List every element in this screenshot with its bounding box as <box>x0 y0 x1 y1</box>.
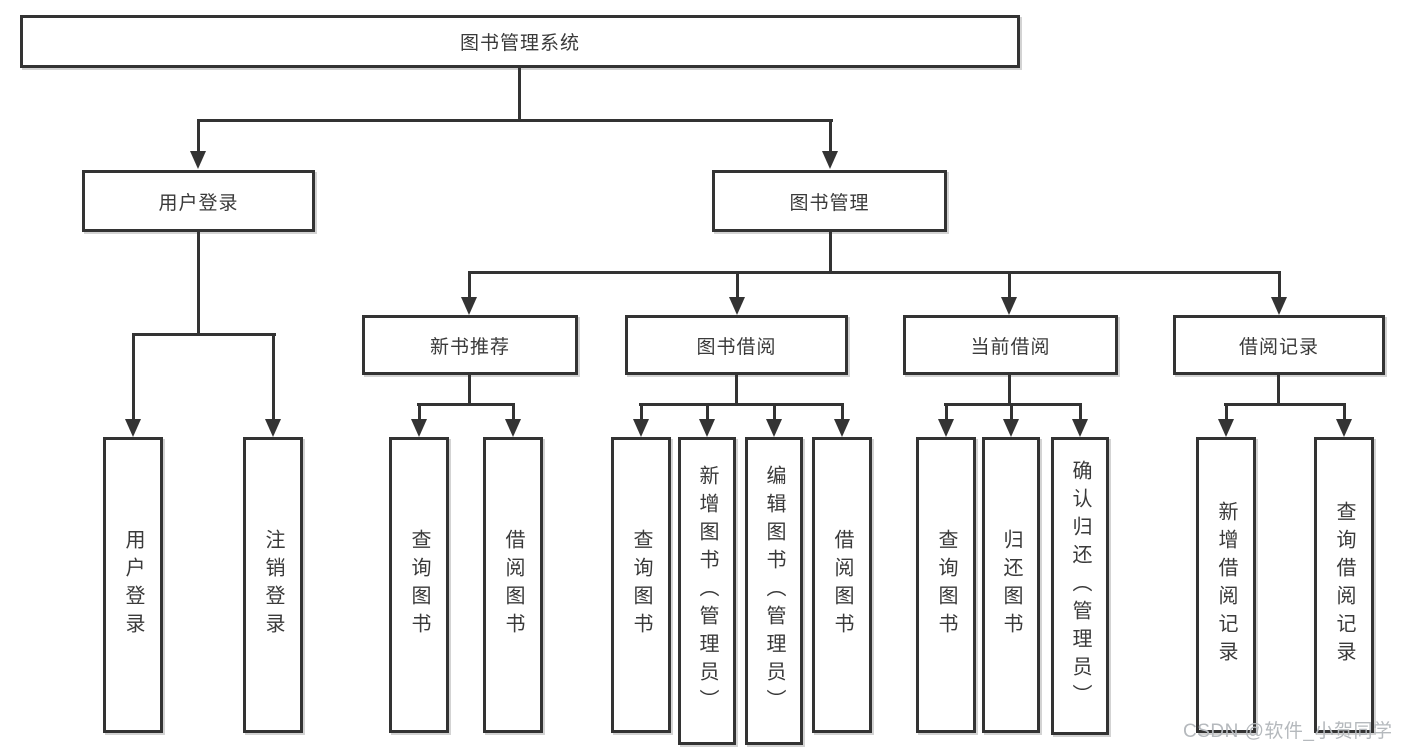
connector-new-book-stem <box>468 375 471 406</box>
csdn-watermark: CSDN @软件_小贺同学 <box>1183 721 1393 742</box>
connector-user-login-stem <box>197 232 200 335</box>
node-book-borrowing: 图书借阅 <box>625 315 848 375</box>
leaf-bb-add-books-admin: 新增图书（管理员） <box>678 437 736 745</box>
leaf-br-query-record-label: 查询借阅记录 <box>1333 501 1355 669</box>
leaf-cb-query-books-label: 查询图书 <box>935 529 957 641</box>
leaf-logout-label: 注销登录 <box>262 529 284 641</box>
leaf-bb-query-books-label: 查询图书 <box>630 529 652 641</box>
connector-drop <box>640 403 643 421</box>
leaf-cb-return-books: 归还图书 <box>982 437 1040 733</box>
connector-drop-new-book <box>468 271 471 299</box>
leaf-nb-borrow-books: 借阅图书 <box>483 437 543 733</box>
connector-drop <box>706 403 709 421</box>
connector-book-mgmt-stem <box>829 232 832 274</box>
arrow-down-icon <box>461 297 477 315</box>
connector-current-borrowing-hbar <box>944 403 1082 406</box>
arrow-down-icon <box>834 419 850 437</box>
arrow-down-icon <box>1336 419 1352 437</box>
node-borrowing-records: 借阅记录 <box>1173 315 1385 375</box>
leaf-user-login-label: 用户登录 <box>122 529 144 641</box>
leaf-cb-confirm-return-admin: 确认归还（管理员） <box>1051 437 1109 735</box>
leaf-bb-edit-books-admin-label: 编辑图书（管理员） <box>763 465 785 717</box>
leaf-br-query-record: 查询借阅记录 <box>1314 437 1374 733</box>
node-library-system: 图书管理系统 <box>20 15 1020 68</box>
connector-drop <box>512 403 515 421</box>
connector-drop <box>945 403 948 421</box>
arrow-down-icon <box>1003 419 1019 437</box>
leaf-bb-edit-books-admin: 编辑图书（管理员） <box>745 437 803 745</box>
connector-drop <box>418 403 421 421</box>
leaf-bb-query-books: 查询图书 <box>611 437 671 733</box>
connector-drop <box>1079 403 1082 421</box>
arrow-down-icon <box>1001 297 1017 315</box>
connector-drop-leaf-user-login <box>132 333 135 421</box>
connector-borrowing-records-stem <box>1277 375 1280 406</box>
arrow-down-icon <box>822 151 838 169</box>
arrow-down-icon <box>766 419 782 437</box>
node-library-system-label: 图书管理系统 <box>459 33 580 54</box>
leaf-cb-confirm-return-admin-label: 确认归还（管理员） <box>1069 460 1091 712</box>
leaf-nb-query-books: 查询图书 <box>389 437 449 733</box>
leaf-br-add-record: 新增借阅记录 <box>1196 437 1256 733</box>
node-new-book-recommendation-label: 新书推荐 <box>429 336 510 358</box>
leaf-br-add-record-label: 新增借阅记录 <box>1215 501 1237 669</box>
node-current-borrowing: 当前借阅 <box>903 315 1118 375</box>
connector-drop-user-login <box>197 119 200 153</box>
leaf-user-login: 用户登录 <box>103 437 163 733</box>
connector-book-borrowing-stem <box>735 375 738 406</box>
connector-drop <box>1343 403 1346 421</box>
connector-drop-leaf-logout <box>272 333 275 421</box>
arrow-down-icon <box>1218 419 1234 437</box>
connector-current-borrowing-stem <box>1008 375 1011 406</box>
connector-drop-borrowing-records <box>1278 271 1281 299</box>
node-book-borrowing-label: 图书借阅 <box>696 336 777 358</box>
connector-drop-book-borrowing <box>736 271 739 299</box>
arrow-down-icon <box>1271 297 1287 315</box>
arrow-down-icon <box>190 151 206 169</box>
node-book-management: 图书管理 <box>712 170 947 232</box>
arrow-down-icon <box>699 419 715 437</box>
connector-user-login-hbar <box>132 333 276 336</box>
node-user-login: 用户登录 <box>82 170 315 232</box>
arrow-down-icon <box>938 419 954 437</box>
connector-drop-book-mgmt <box>829 119 832 153</box>
leaf-nb-borrow-books-label: 借阅图书 <box>502 529 524 641</box>
connector-drop <box>1225 403 1228 421</box>
connector-new-book-hbar <box>417 403 515 406</box>
connector-drop <box>773 403 776 421</box>
leaf-cb-return-books-label: 归还图书 <box>1000 529 1022 641</box>
connector-borrowing-records-hbar <box>1224 403 1346 406</box>
connector-drop <box>1010 403 1013 421</box>
node-borrowing-records-label: 借阅记录 <box>1238 336 1319 358</box>
leaf-cb-query-books: 查询图书 <box>916 437 976 733</box>
arrow-down-icon <box>411 419 427 437</box>
leaf-bb-borrow-books: 借阅图书 <box>812 437 872 733</box>
node-new-book-recommendation: 新书推荐 <box>362 315 578 375</box>
node-user-login-label: 用户登录 <box>158 192 239 214</box>
leaf-bb-borrow-books-label: 借阅图书 <box>831 529 853 641</box>
leaf-logout: 注销登录 <box>243 437 303 733</box>
arrow-down-icon <box>729 297 745 315</box>
leaf-bb-add-books-admin-label: 新增图书（管理员） <box>696 465 718 717</box>
arrow-down-icon <box>125 419 141 437</box>
connector-book-borrowing-hbar <box>639 403 843 406</box>
connector-root-hbar <box>197 119 833 122</box>
node-current-borrowing-label: 当前借阅 <box>970 336 1051 358</box>
arrow-down-icon <box>633 419 649 437</box>
connector-drop-current-borrowing <box>1008 271 1011 299</box>
connector-book-mgmt-hbar <box>468 271 1281 274</box>
leaf-nb-query-books-label: 查询图书 <box>408 529 430 641</box>
node-book-management-label: 图书管理 <box>789 192 870 214</box>
arrow-down-icon <box>1072 419 1088 437</box>
arrow-down-icon <box>265 419 281 437</box>
connector-root-stem <box>518 68 521 122</box>
connector-drop <box>841 403 844 421</box>
arrow-down-icon <box>505 419 521 437</box>
